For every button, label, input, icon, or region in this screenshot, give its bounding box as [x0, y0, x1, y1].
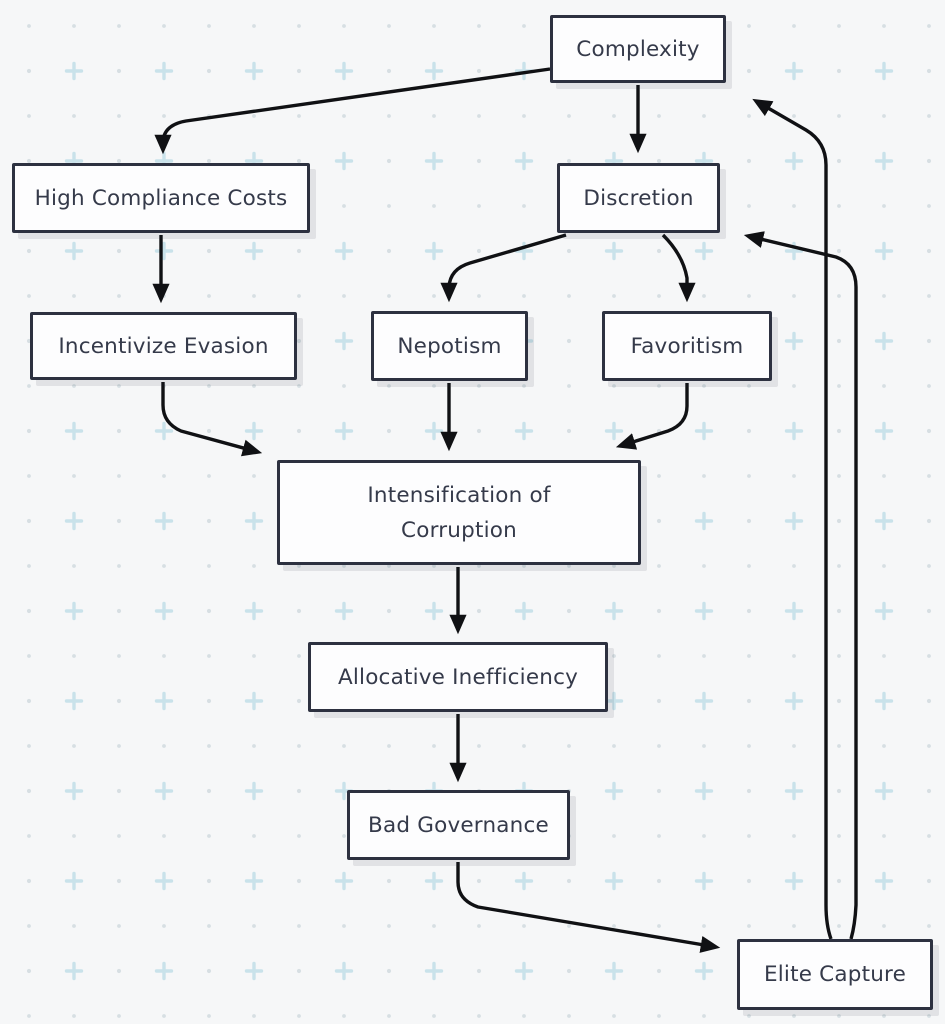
- edge-bad-governance-elite-capture: [456, 862, 721, 953]
- edge-elite-capture-complexity: [752, 98, 833, 940]
- node-favoritism: Favoritism: [602, 311, 772, 381]
- node-label: Complexity: [576, 36, 700, 62]
- node-complexity: Complexity: [550, 15, 726, 83]
- node-label: Discretion: [583, 185, 694, 211]
- edge-discretion-nepotism: [440, 233, 567, 303]
- node-discretion: Discretion: [557, 163, 720, 233]
- node-incentivize-evasion: Incentivize Evasion: [30, 312, 297, 380]
- node-label: Elite Capture: [763, 962, 907, 987]
- edge-discretion-favoritism: [661, 233, 696, 303]
- edge-favoritism-intensification: [615, 383, 689, 450]
- node-label: High Compliance Costs: [34, 185, 288, 211]
- edge-elite-capture-discretion: [743, 231, 858, 940]
- node-allocative-inefficiency: Allocative Inefficiency: [308, 642, 608, 712]
- node-intensification-of-corruption: Intensification of Corruption: [277, 460, 641, 565]
- node-label: Favoritism: [630, 333, 744, 359]
- node-label: Allocative Inefficiency: [337, 664, 579, 690]
- node-label: Intensification of Corruption: [367, 482, 551, 543]
- node-elite-capture: Elite Capture: [737, 939, 933, 1010]
- edge-complexity-high-compliance-costs: [154, 67, 551, 155]
- node-label: Nepotism: [397, 333, 502, 359]
- node-nepotism: Nepotism: [371, 311, 528, 381]
- node-label: Incentivize Evasion: [58, 333, 269, 359]
- edge-incentivize-evasion-intensification: [161, 382, 263, 457]
- node-label: Bad Governance: [368, 812, 549, 838]
- node-high-compliance-costs: High Compliance Costs: [12, 163, 310, 233]
- node-bad-governance: Bad Governance: [347, 790, 570, 860]
